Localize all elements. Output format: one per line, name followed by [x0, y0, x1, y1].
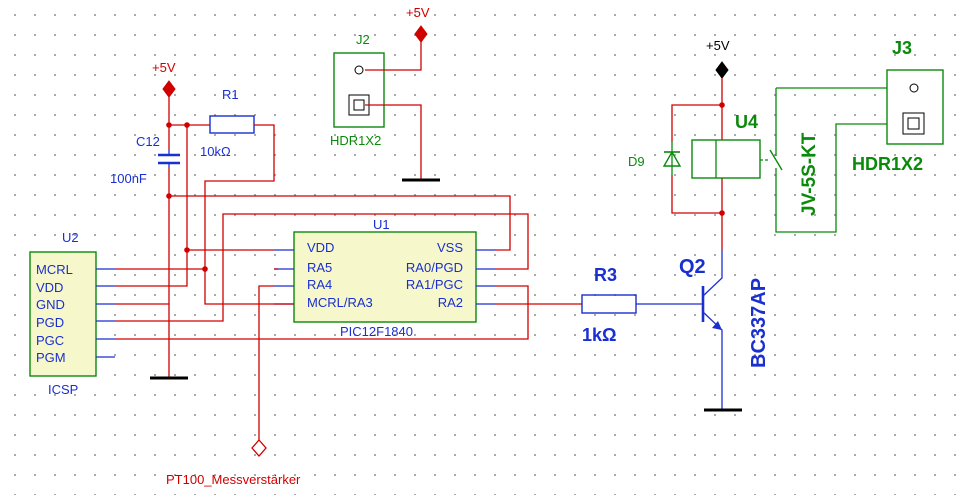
mcu-pin-label: VDD [307, 240, 334, 255]
icsp-pin-label: PGD [36, 315, 64, 330]
icsp-pin-label: VDD [36, 280, 63, 295]
r1-body [209, 115, 255, 134]
mcu-pin-label: MCRL/RA3 [307, 295, 373, 310]
vcc-label: +5V [152, 60, 176, 75]
icsp-ref-label: U2 [62, 230, 79, 245]
mcu-pin-label: RA5 [307, 260, 332, 275]
icsp-pin-label: PGM [36, 350, 66, 365]
d9-anode-triangle [662, 150, 682, 167]
relay-contact-wires [775, 88, 892, 233]
pt100-wire [258, 285, 274, 440]
j3-pin-square-outer [902, 112, 925, 135]
q2-leads [702, 250, 723, 378]
gnd-vss-wire [169, 195, 511, 251]
j3-part-label: HDR1X2 [852, 154, 923, 174]
c12-ref-label: C12 [136, 134, 160, 149]
mclr-wire [204, 124, 294, 305]
j2-pin-square-inner [353, 99, 365, 111]
d9-ref-label: D9 [628, 154, 645, 169]
vcc-symbol-j2: +5V [406, 5, 430, 43]
relay-switch-blade [769, 149, 783, 171]
mcu-u1[interactable]: U1 VDD RA5 RA4 MCRL/RA3 VSS RA0/PGD RA1/… [274, 217, 496, 339]
header-j2[interactable]: J2 HDR1X2 [330, 32, 385, 148]
pt100-port-diamond [251, 439, 267, 457]
mcu-pin-label: RA4 [307, 277, 332, 292]
header-j3[interactable]: J3 HDR1X2 [852, 38, 944, 174]
j3-pin-round [909, 83, 919, 93]
r1-ref-label: R1 [222, 87, 239, 102]
icsp-pin-label: GND [36, 297, 65, 312]
mcu-part-label: PIC12F1840 [340, 324, 413, 339]
mcu-body [293, 231, 477, 323]
vcc-symbol-left: +5V [152, 60, 176, 98]
mcu-pin-label: RA2 [438, 295, 463, 310]
j2-part-label: HDR1X2 [330, 133, 381, 148]
icsp-pgd-wire [115, 213, 529, 322]
r3-body [581, 294, 637, 314]
j3-ref-label: J3 [892, 38, 912, 58]
junction-dot [166, 122, 172, 128]
icsp-header-u2[interactable]: U2 MCRL VDD GND PGD PGC PGM ICSP [29, 230, 115, 397]
c12-value-label: 100nF [110, 171, 147, 186]
j2-pin-round [354, 65, 364, 75]
flyback-diode-wires [671, 104, 722, 214]
q2-emitter-arrow [712, 321, 722, 330]
mcu-pin-label: RA1/PGC [406, 277, 463, 292]
vcc-diamond [162, 80, 176, 98]
junction-dot [719, 210, 725, 216]
pt100-net-label: PT100_Messverstärker [166, 472, 301, 487]
mcu-pin-label: RA0/PGD [406, 260, 463, 275]
resistor-r1[interactable]: R1 10kΩ [200, 87, 255, 159]
mcu-ref-label: U1 [373, 217, 390, 232]
j2-body [333, 52, 385, 128]
icsp-name-label: ICSP [48, 382, 78, 397]
vcc-diamond [414, 25, 428, 43]
r3-ref-label: R3 [594, 265, 617, 285]
icsp-pin-label: MCRL [36, 262, 73, 277]
r1-value-label: 10kΩ [200, 144, 231, 159]
diode-d9[interactable]: D9 [628, 142, 682, 175]
j2-wires [365, 42, 422, 180]
c12-plates [158, 153, 180, 165]
mcu-pin-label: VSS [437, 240, 463, 255]
r3-value-label: 1kΩ [582, 325, 616, 345]
vcc-diamond [715, 61, 729, 79]
relay-coil-box [691, 139, 761, 179]
q2-ref-label: Q2 [679, 256, 706, 278]
icsp-pgc-wire [115, 285, 529, 340]
icsp-pin-label: PGC [36, 333, 64, 348]
vcc-symbol-relay: +5V [706, 38, 730, 79]
relay-u4[interactable]: U4 JV-5S-KT [691, 88, 892, 233]
vcc-wire-left [168, 97, 210, 378]
j3-pin-square-inner [907, 117, 920, 130]
vcc-label: +5V [706, 38, 730, 53]
relay-ref-label: U4 [735, 112, 758, 132]
vcc-label: +5V [406, 5, 430, 20]
transistor-q2[interactable]: Q2 BC337AP [679, 250, 770, 378]
relay-part-label: JV-5S-KT [799, 132, 820, 216]
junction-dot [719, 102, 725, 108]
q2-part-label: BC337AP [748, 278, 770, 368]
icsp-body [29, 251, 97, 377]
resistor-r3[interactable]: R3 1kΩ [581, 265, 637, 345]
icsp-pin-stubs [96, 268, 115, 358]
capacitor-c12[interactable]: C12 100nF [110, 134, 180, 186]
j2-ref-label: J2 [356, 32, 370, 47]
icsp-vdd-wire [115, 249, 274, 287]
j3-body [886, 69, 944, 145]
